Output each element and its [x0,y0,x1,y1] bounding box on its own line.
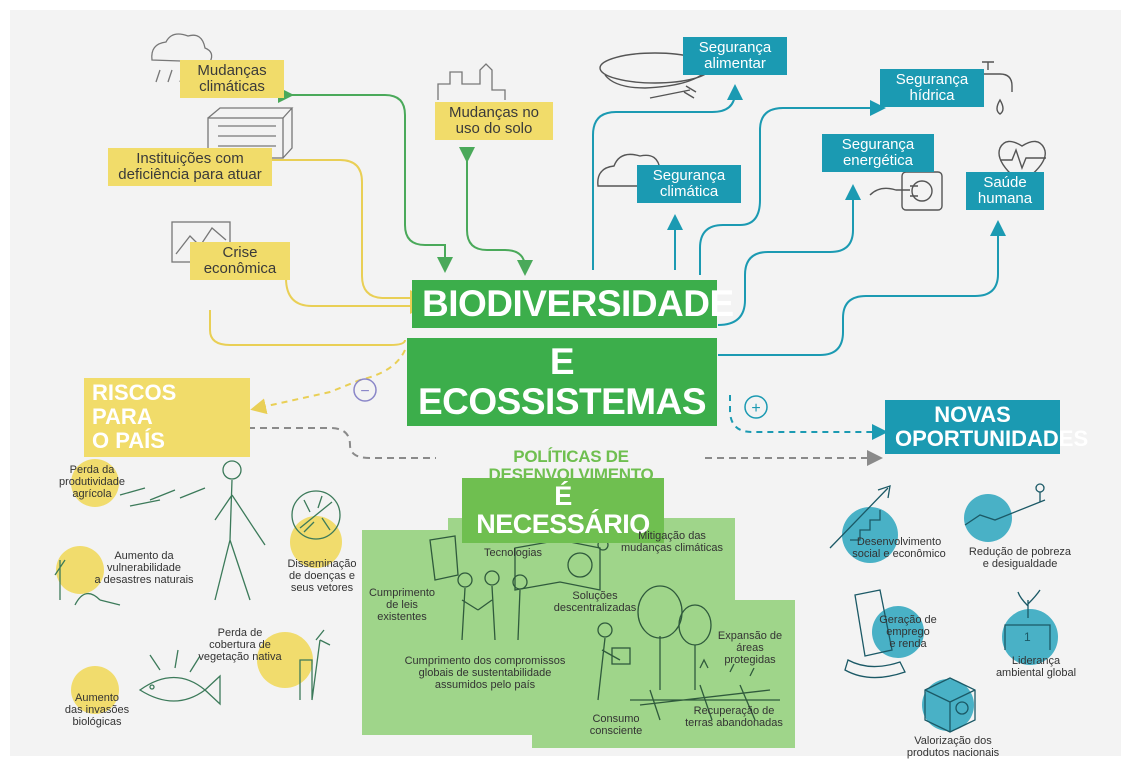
outcome-seguranca-hidrica: Segurança hídrica [880,69,984,107]
driver-mudancas-uso-solo: Mudanças no uso do solo [435,102,553,140]
necessario-solucoes: Soluções descentralizadas [553,590,637,615]
product-box-icon [924,677,976,733]
driver-crise-economica: Crise econômica [190,242,290,280]
oportunidade-emprego: Geração de emprego e renda [879,614,937,651]
outcome-saude-humana: Saúde humana [966,172,1044,210]
center-title: BIODIVERSIDADE [412,280,734,328]
driver-mudancas-climaticas: Mudanças climáticas [180,60,284,98]
risco-invasoes: Aumento das invasões biológicas [64,692,130,729]
driver-instituicoes: Instituições com deficiência para atuar [108,148,272,186]
risco-vulnerabilidade: Aumento da vulnerabilidade a desastres n… [94,550,194,587]
necessario-illustrations [429,535,780,721]
necessario-expansao: Expansão de áreas protegidas [717,630,783,667]
oportunidade-lideranca: Liderança ambiental global [995,655,1077,680]
center-title-second-line: E ECOSSISTEMAS [407,338,717,426]
plug-icon [869,171,943,211]
necessario-cumprimento-leis: Cumprimento de leis existentes [368,587,436,624]
podium-plant-icon: 1 [1004,589,1051,650]
fish-icon [138,649,221,706]
necessario-mitigacao: Mitigação das mudanças climáticas [620,530,724,555]
risco-vegetacao: Perda de cobertura de vegetação nativa [198,627,282,664]
svg-text:1: 1 [1024,630,1031,644]
oportunidade-desenvolvimento: Desenvolvimento social e econômico [852,536,946,561]
mosquito-icon [291,490,341,540]
outcome-seguranca-energetica: Segurança energética [822,134,934,172]
necessario-tecnologias: Tecnologias [483,547,543,559]
necessario-title: É NECESSÁRIO [462,478,664,543]
growth-arrow-icon [829,485,891,549]
stumps-icon [299,629,331,701]
outcome-seguranca-climatica: Segurança climática [637,165,741,203]
cloud-rain-icon [151,33,213,83]
riscos-title: RISCOS PARA O PAÍS [84,378,250,457]
risco-perda-produtividade: Perda da produtividade agrícola [58,464,126,501]
town-icon [437,63,506,100]
oportunidade-reducao-pobreza: Redução de pobreza e desigualdade [968,546,1072,571]
outcome-seguranca-alimentar: Segurança alimentar [683,37,787,75]
center-title-line2: E ECOSSISTEMAS [418,341,707,422]
heart-pulse-icon [998,140,1046,179]
tree-debris-icon [54,559,121,606]
oportunidades-title: NOVAS OPORTUNIDADES [885,400,1088,455]
center-title-line1: BIODIVERSIDADE [422,283,734,324]
necessario-compromissos: Cumprimento dos compromissos globais de … [404,655,566,692]
plus-sign: + [751,400,760,417]
minus-sign: − [360,383,369,400]
field-rows-icon [119,487,206,507]
work-card-icon [844,589,906,679]
faucet-drop-icon [968,61,1013,115]
risco-doencas: Disseminação de doenças e seus vetores [287,558,357,595]
oportunidade-valorizacao: Valorização dos produtos nacionais [906,735,1000,760]
farmer-icon [214,460,266,601]
necessario-recuperacao: Recuperação de terras abandonadas [685,705,783,730]
necessario-consumo: Consumo consciente [589,713,643,738]
people-growth-icon [964,483,1046,526]
